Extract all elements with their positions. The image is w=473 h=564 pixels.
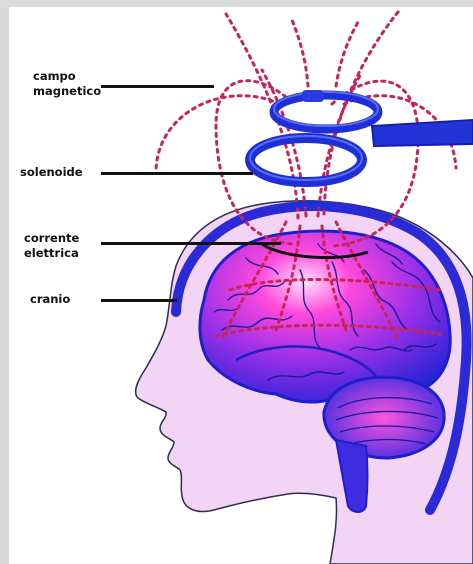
leader-corrente-elettrica — [101, 242, 281, 245]
leader-cranio — [101, 299, 177, 302]
label-solenoide: solenoide — [20, 165, 83, 180]
field-lines-top — [292, 20, 358, 86]
leader-campo-magnetico — [101, 85, 214, 88]
label-cranio: cranio — [30, 292, 70, 307]
label-corrente-elettrica: corrente elettrica — [24, 231, 79, 261]
leader-solenoide — [101, 172, 253, 175]
solenoid-coils — [250, 90, 473, 208]
label-campo-magnetico: campo magnetico — [33, 69, 101, 99]
